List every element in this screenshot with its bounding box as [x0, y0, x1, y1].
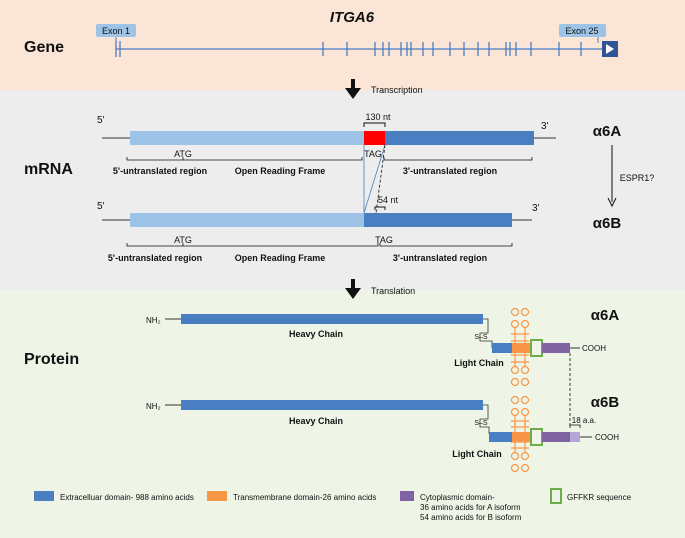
exon-1-label: Exon 1 [102, 26, 130, 36]
mrna-a-insert-label: 130 nt [365, 112, 391, 122]
gene-locus [115, 41, 602, 57]
splicing-factor-label: ESPR1? [620, 173, 655, 183]
mrna-a-orf-brace [183, 157, 363, 161]
exon-25-box [559, 24, 606, 37]
protein-b-disulfide-label: S–S [474, 420, 488, 427]
mrna-a-five-prime: 5' [97, 115, 105, 126]
legend-gffkr-label: GFFKR sequence [567, 493, 632, 502]
protein-a-disulfide-label: S–S [474, 334, 488, 341]
mrna-a-5utr-orf-segment [130, 131, 364, 145]
mrna-a-5utr-label: 5'-untranslated region [113, 166, 207, 176]
legend-cytoplasmic-label-2: 36 amino acids for A isoform [420, 503, 521, 512]
protein-b-cytoplasmic [542, 432, 570, 442]
mrna-b-5utr-label: 5'-untranslated region [108, 253, 202, 263]
mrna-a-insert-bracket [363, 122, 386, 127]
protein-a-cytoplasmic [542, 343, 570, 353]
mrna-b-3utr-brace [379, 243, 513, 247]
legend-cytoplasmic-label-3: 54 amino acids for B isoform [420, 513, 522, 522]
mrna-b-insert-bracket [374, 206, 386, 210]
gene-section-bg [0, 0, 685, 90]
mrna-a-3utr-segment [385, 131, 534, 145]
mrna-b-3utr-label: 3'-untranslated region [393, 253, 487, 263]
mrna-b-five-prime: 5' [97, 201, 105, 212]
mrna-a-tag: TAG [364, 149, 382, 159]
protein-a-heavy-chain-label: Heavy Chain [289, 329, 343, 339]
mrna-a-isoform-label: α6A [593, 123, 622, 140]
protein-b-disulfide-line [479, 404, 490, 434]
legend-extracellular-swatch [34, 491, 54, 501]
mrna-b-tag: TAG [375, 235, 393, 245]
protein-b-cooh: COOH [595, 433, 619, 442]
mrna-section-bg [0, 90, 685, 290]
mrna-b-three-prime: 3' [532, 203, 540, 214]
protein-section-bg [0, 290, 685, 538]
legend-cytoplasmic-swatch [400, 491, 414, 501]
protein-b-extra-cytoplasmic [570, 432, 580, 442]
mrna-a-atg: ATG [174, 149, 192, 159]
translation-label: Translation [371, 286, 415, 296]
mrna-b-isoform-label: α6B [593, 215, 622, 232]
protein-b-extra-label: 18 a.a. [572, 416, 596, 425]
protein-a-light-chain-label: Light Chain [454, 358, 504, 368]
mrna-b-atg: ATG [174, 235, 192, 245]
protein-a-heavy-chain [181, 314, 483, 324]
mrna-b-orf-label: Open Reading Frame [235, 253, 326, 263]
protein-b-transmembrane [512, 432, 532, 442]
protein-section-label: Protein [24, 351, 79, 368]
protein-b-heavy-chain-label: Heavy Chain [289, 416, 343, 426]
mrna-b-orf-brace [183, 243, 379, 247]
legend-transmembrane-label: Transmembrane domain-26 amino acids [233, 493, 376, 502]
splicing-arrow-head-icon [607, 197, 617, 208]
gene-section-label: Gene [24, 39, 64, 56]
protein-b-heavy-chain [181, 400, 483, 410]
protein-a-light-chain [492, 343, 512, 353]
exon-25-label: Exon 25 [565, 26, 598, 36]
legend-cytoplasmic-label-1: Cytoplasmic domain- [420, 493, 495, 502]
protein-a-transmembrane [512, 343, 532, 353]
mrna-b-insert-label: 54 nt [378, 195, 399, 205]
protein-a-isoform-label: α6A [591, 307, 620, 324]
gene-name: ITGA6 [330, 9, 375, 26]
mrna-a-5utr-brace [126, 157, 184, 161]
mrna-a-three-prime: 3' [541, 121, 549, 132]
mrna-a-3utr-brace [383, 157, 533, 161]
mrna-b-5utr-orf-segment [130, 213, 364, 227]
mrna-connector-dashed [375, 144, 386, 214]
mrna-a-orf-label: Open Reading Frame [235, 166, 326, 176]
transcription-label: Transcription [371, 85, 423, 95]
exon-1-box [96, 24, 136, 37]
protein-b-nh2: NH₂ [146, 402, 161, 411]
protein-b-light-chain-label: Light Chain [452, 449, 502, 459]
protein-a-nh2: NH₂ [146, 316, 161, 325]
legend-extracellular-label: Extracelluar domain- 988 amino acids [60, 493, 194, 502]
mrna-a-3utr-label: 3'-untranslated region [403, 166, 497, 176]
mrna-connector-diag [363, 144, 386, 214]
protein-b-extra-bracket [569, 424, 581, 428]
gene-direction-arrow-icon [606, 44, 614, 54]
legend-transmembrane-swatch [207, 491, 227, 501]
legend-gffkr-swatch [550, 488, 562, 504]
transcription-arrow-icon [345, 79, 361, 99]
mrna-b-3utr-segment [364, 213, 512, 227]
protein-a-disulfide-line [479, 318, 493, 348]
mrna-a-insert-segment [364, 131, 385, 145]
protein-b-isoform-label: α6B [591, 394, 620, 411]
mrna-section-label: mRNA [24, 161, 73, 178]
translation-arrow-icon [345, 279, 361, 299]
protein-b-light-chain [489, 432, 512, 442]
mrna-b-5utr-brace [126, 243, 184, 247]
protein-a-cooh: COOH [582, 344, 606, 353]
